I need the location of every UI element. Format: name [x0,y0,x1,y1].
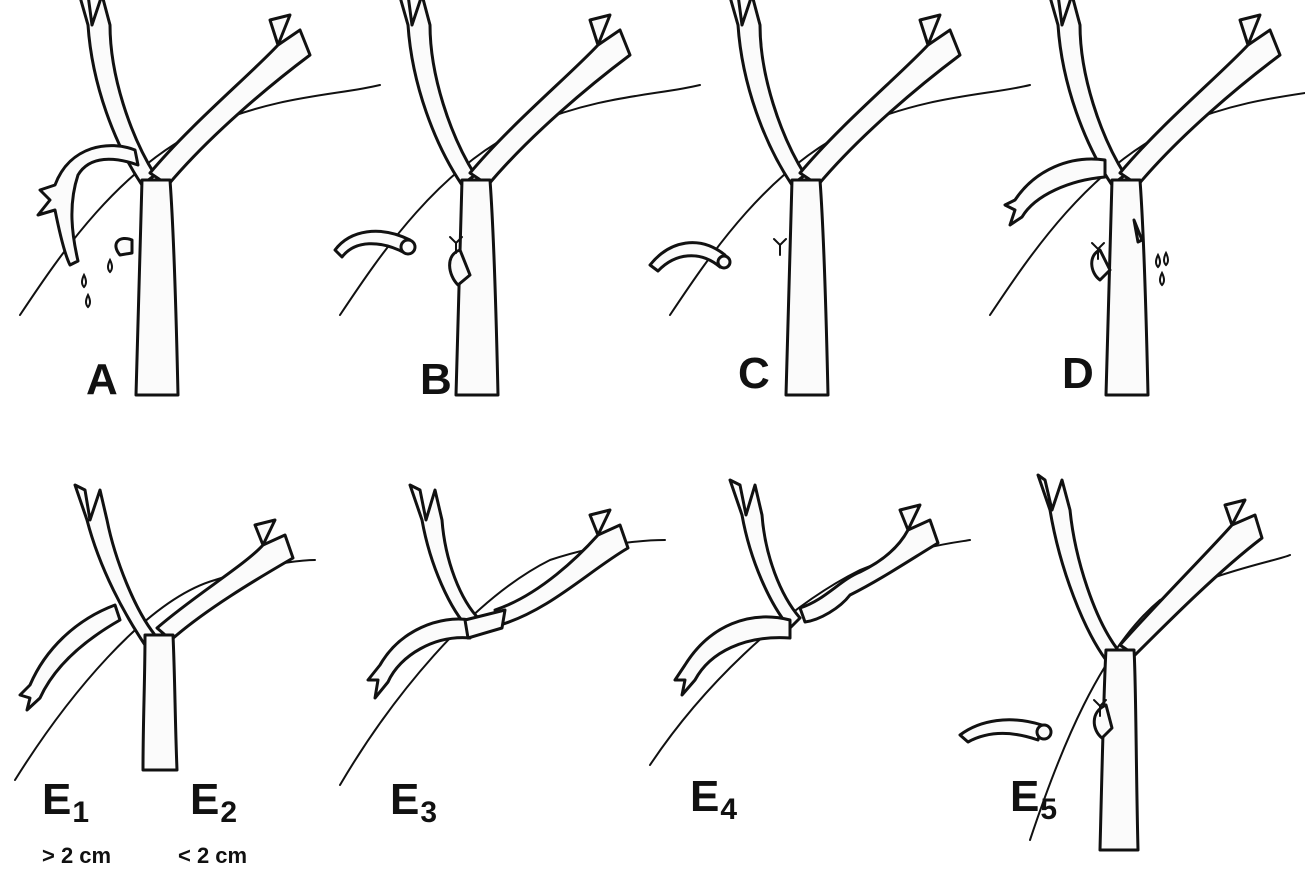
panel-e3-illustration [340,485,665,785]
panel-d-illustration [990,0,1305,395]
panel-label-a: A [86,358,118,402]
panel-label-e2-subscript: 2 [220,796,237,829]
panel-label-e5: E5 [1010,775,1057,825]
panel-label-e4-subscript: 4 [720,793,737,826]
panel-label-e2-letter: E [190,775,219,824]
panel-label-a-letter: A [86,355,118,404]
panel-a-illustration [20,0,380,395]
panel-b-illustration [335,0,700,395]
panel-label-e1-subscript: 1 [72,796,89,829]
panel-label-e4-letter: E [690,772,719,821]
panel-label-e3-subscript: 3 [420,796,437,829]
panel-label-e5-letter: E [1010,772,1039,821]
panel-label-d: D [1062,352,1094,396]
panel-label-e2: E2 [190,778,237,828]
panel-c-illustration [650,0,1030,395]
panel-label-d-letter: D [1062,349,1094,398]
panel-e1-length-note: > 2 cm [42,845,111,867]
panel-label-c-letter: C [738,349,770,398]
panel-label-e1-letter: E [42,775,71,824]
panel-label-b: B [420,358,452,402]
panel-label-b-letter: B [420,355,452,404]
panel-label-e1: E1 [42,778,89,828]
panel-label-c: C [738,352,770,396]
panel-label-e3: E3 [390,778,437,828]
panel-label-e4: E4 [690,775,737,825]
panel-e1-e2-illustration [15,485,315,780]
panel-label-e5-subscript: 5 [1040,793,1057,826]
panel-e2-length-note: < 2 cm [178,845,247,867]
panel-e4-illustration [650,480,970,765]
panel-label-e3-letter: E [390,775,419,824]
